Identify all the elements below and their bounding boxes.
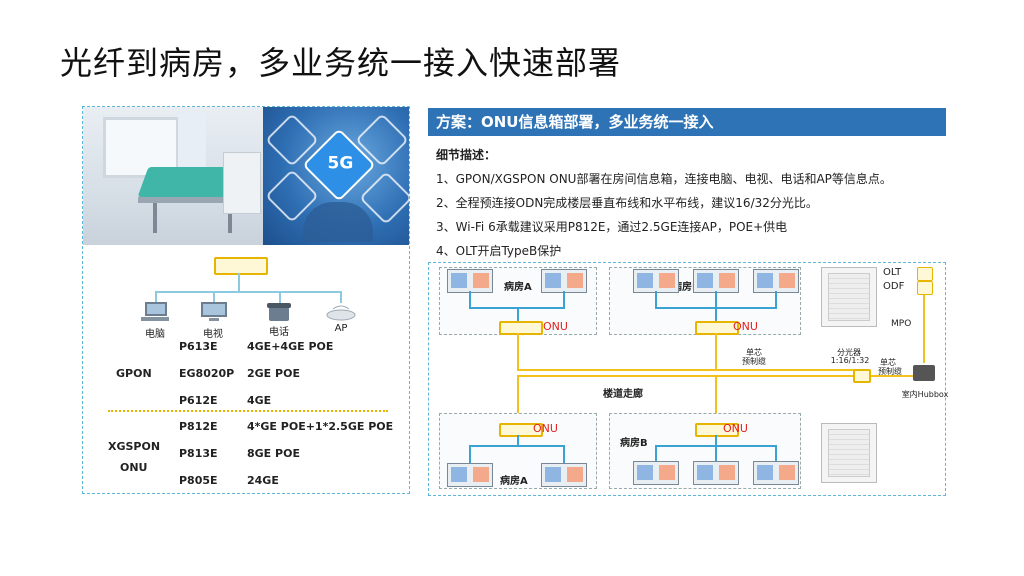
spec-model: EG8020P — [179, 367, 235, 380]
section-divider — [108, 410, 388, 412]
spec-ports: 4GE+4GE POE — [247, 340, 334, 353]
spec-ports: 4*GE POE+1*2.5GE POE — [247, 420, 394, 433]
ward-image — [83, 107, 263, 245]
plan-header: 方案：ONU信息箱部署，多业务统一接入 — [428, 108, 946, 136]
spec-model: P613E — [179, 340, 218, 353]
network-diagram: 病房A ONU 病房B ONU OLT ODF MPO 单芯 预制缆 分光器 1… — [428, 262, 948, 496]
page-title: 光纤到病房，多业务统一接入快速部署 — [60, 44, 622, 82]
detail-item: 4、OLT开启TypeB保护 — [436, 244, 562, 258]
phone-icon — [267, 303, 291, 321]
device-label-phone: 电话 — [269, 327, 289, 338]
left-panel: 5G 电脑 电视 电话 AP — [82, 106, 410, 494]
floor-cabinet — [821, 423, 877, 483]
onu-device-icon — [214, 257, 268, 275]
gpon-label: GPON — [116, 367, 152, 380]
tv-icon — [201, 302, 227, 321]
olt-icon — [917, 267, 933, 281]
ap-icon — [326, 305, 356, 321]
detail-item: 2、全程预连接ODN完成楼层垂直布线和水平布线，建议16/32分光比。 — [436, 196, 818, 210]
detail-item: 3、Wi-Fi 6承载建议采用P812E，通过2.5GE连接AP，POE+供电 — [436, 220, 788, 234]
spec-ports: 2GE POE — [247, 367, 300, 380]
spec-ports: 4GE — [247, 394, 272, 407]
spec-model: P812E — [179, 420, 218, 433]
onu-device-icon — [499, 423, 543, 437]
device-label-ap: AP — [334, 323, 348, 334]
onu-device-icon — [695, 423, 739, 437]
onu-label: ONU — [120, 461, 148, 474]
onu-device-icon — [499, 321, 543, 335]
detail-title: 细节描述： — [436, 148, 497, 162]
ward-photo: 5G — [83, 107, 409, 245]
5g-medical-image: 5G — [263, 107, 409, 245]
onu-device-icon — [695, 321, 739, 335]
olt-cabinet — [821, 267, 877, 327]
spec-ports: 24GE — [247, 474, 279, 487]
corridor-label: 楼道走廊 — [603, 389, 643, 400]
detail-item: 1、GPON/XGSPON ONU部署在房间信息箱，连接电脑、电视、电话和AP等… — [436, 172, 892, 186]
spec-ports: 8GE POE — [247, 447, 300, 460]
spec-model: P805E — [179, 474, 218, 487]
splitter-icon — [853, 369, 871, 383]
odf-icon — [917, 281, 933, 295]
spec-model: P612E — [179, 394, 218, 407]
device-label-tv: 电视 — [203, 329, 223, 340]
hubbox-icon — [913, 365, 935, 381]
spec-model: P813E — [179, 447, 218, 460]
device-label-pc: 电脑 — [145, 329, 165, 340]
pc-icon — [141, 302, 169, 321]
xgspon-label: XGSPON — [108, 440, 161, 453]
